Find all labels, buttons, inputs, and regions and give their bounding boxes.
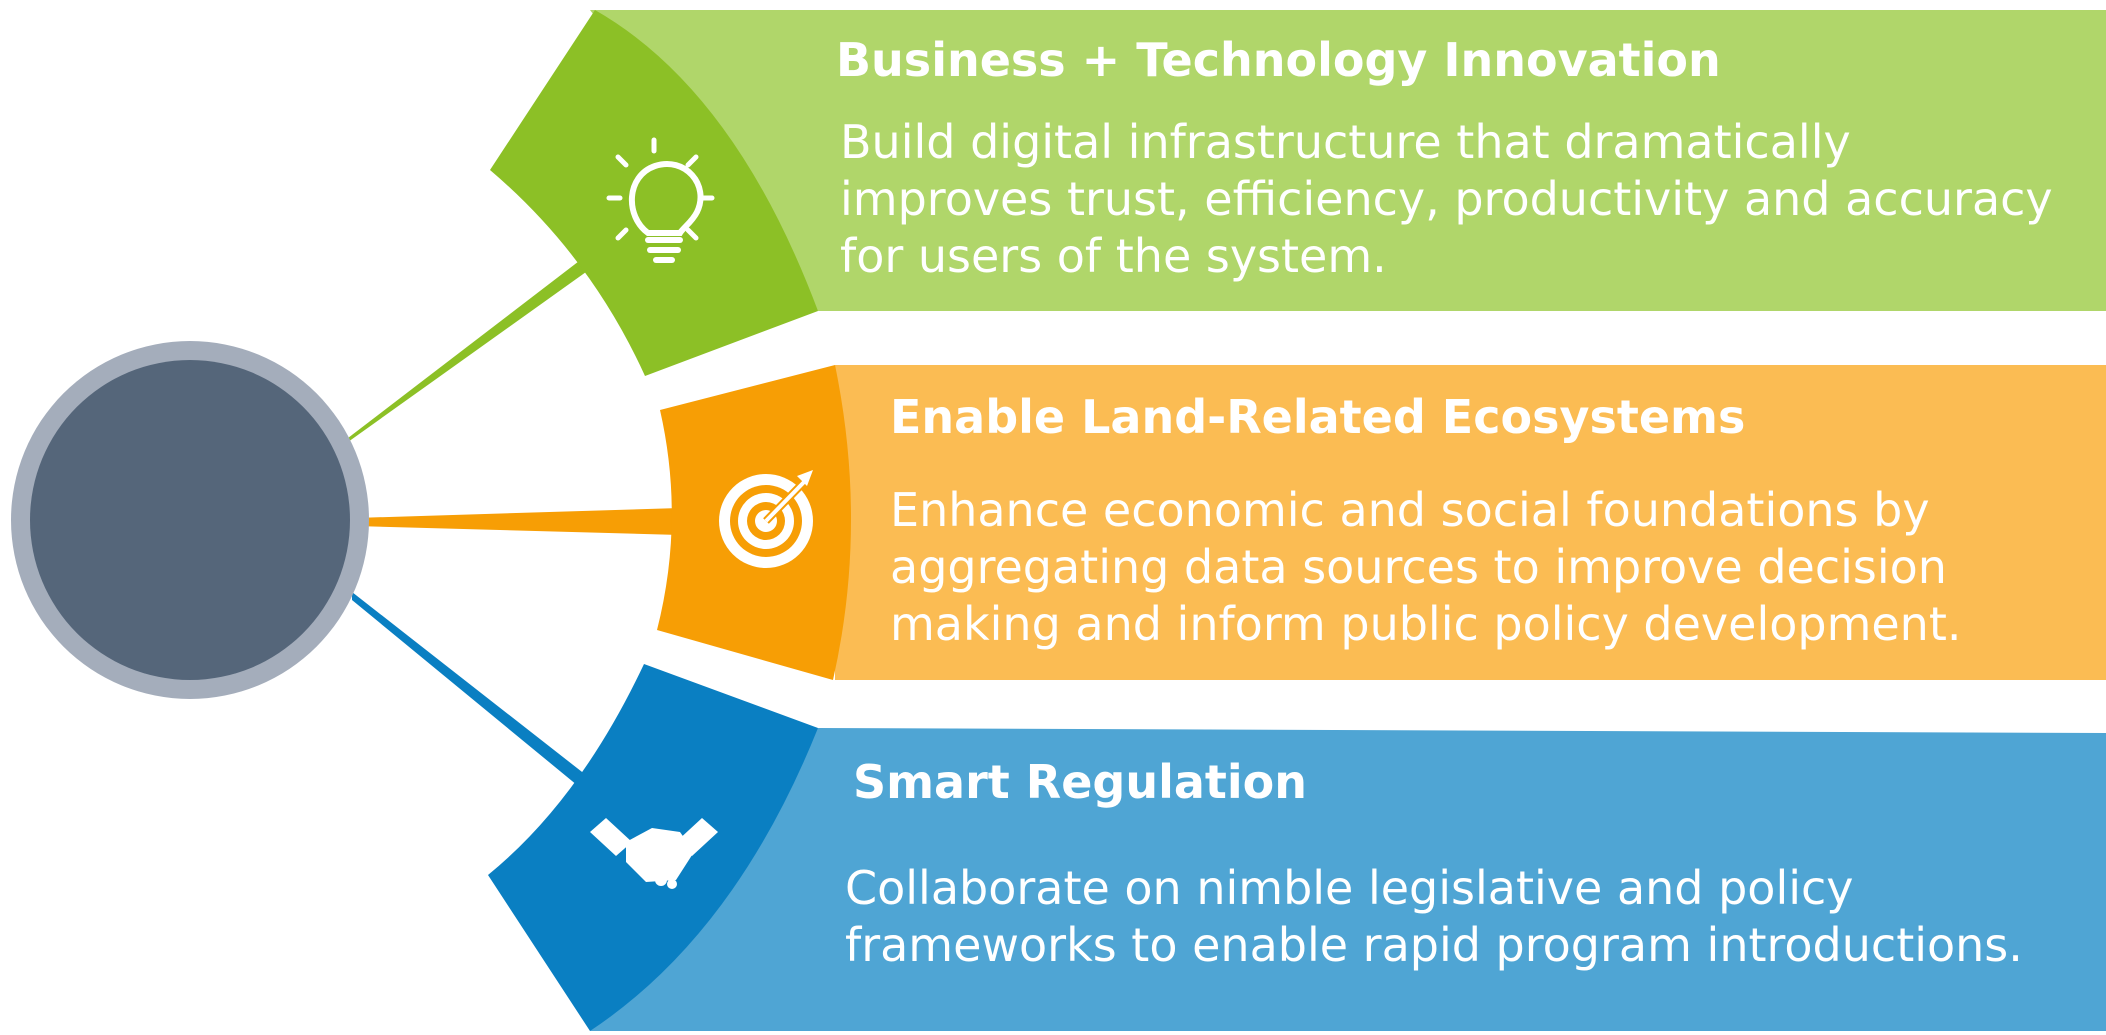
handshake-icon: [590, 818, 718, 889]
band-blue: [590, 728, 2106, 1031]
connector-blue: [352, 592, 600, 804]
item-description-smart-regulation: Collaborate on nimble legislative and po…: [845, 861, 2023, 972]
connector-orange: [355, 508, 680, 535]
item-description-land-ecosystems: Enhance economic and social foundations …: [890, 483, 1962, 651]
item-description-business-technology: Build digital infrastructure that dramat…: [840, 115, 2053, 283]
band-green-arc: [490, 10, 818, 376]
lightbulb-icon: [606, 137, 715, 263]
hub-circle: [30, 360, 350, 680]
band-green: [590, 10, 2106, 311]
target-icon: [719, 470, 813, 568]
item-title-land-ecosystems: Enable Land-Related Ecosystems: [890, 390, 1746, 444]
connector-green: [348, 245, 600, 442]
item-title-smart-regulation: Smart Regulation: [853, 755, 1308, 809]
item-title-business-technology: Business + Technology Innovation: [836, 33, 1721, 87]
band-orange: [835, 365, 2106, 680]
